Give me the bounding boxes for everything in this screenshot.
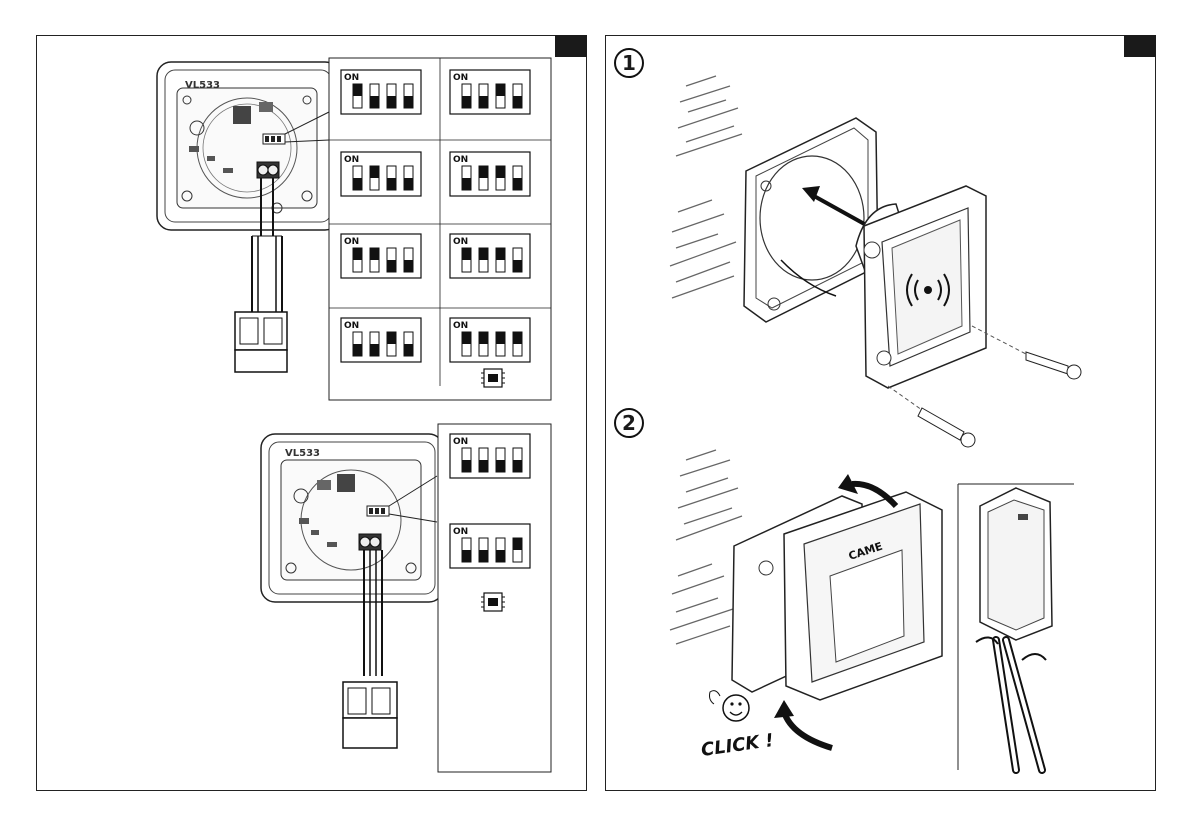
dip-switch-lever bbox=[353, 84, 362, 96]
dip-switch-lever bbox=[353, 248, 362, 260]
dip-switch-lever bbox=[404, 96, 413, 108]
lower-device-model: VL533 bbox=[285, 448, 320, 459]
dip-switch-lever bbox=[479, 332, 488, 344]
chip-icon bbox=[481, 593, 505, 611]
dip-switch-lever bbox=[462, 332, 471, 344]
dip-on-label: ON bbox=[344, 155, 359, 165]
dip-switch-lever bbox=[353, 344, 362, 356]
upper-dip-panel-6: ON bbox=[450, 234, 530, 278]
dip-switch-lever bbox=[462, 178, 471, 190]
dip-switch-lever bbox=[462, 550, 471, 562]
upper-dip-panel-2: ON bbox=[450, 70, 530, 114]
dip-switch-lever bbox=[479, 96, 488, 108]
dip-on-label: ON bbox=[344, 321, 359, 331]
assembled-reader: CAME bbox=[732, 492, 942, 700]
dip-on-label: ON bbox=[453, 321, 468, 331]
dip-switch-lever bbox=[479, 550, 488, 562]
smiley-icon bbox=[710, 691, 750, 721]
dip-switch-lever bbox=[462, 460, 471, 472]
lower-dip-panel-2: ON bbox=[450, 524, 530, 568]
dip-switch-lever bbox=[370, 96, 379, 108]
dip-switch-lever bbox=[496, 550, 505, 562]
dip-switch-lever bbox=[513, 260, 522, 272]
dip-switch-lever bbox=[496, 460, 505, 472]
dip-switch-lever bbox=[496, 84, 505, 96]
right-illustration: CAME CLICK ! bbox=[606, 36, 1157, 792]
click-text: CLICK ! bbox=[700, 730, 775, 761]
right-page: 1 2 bbox=[605, 35, 1156, 791]
screw-icon bbox=[888, 386, 975, 447]
dip-on-label: ON bbox=[344, 237, 359, 247]
curved-arrow-icon bbox=[774, 700, 832, 748]
upper-device-model: VL533 bbox=[185, 80, 220, 91]
upper-dip-panel-3: ON bbox=[341, 152, 421, 196]
left-page: VL533 ON ON ON ON ON ON ON ON bbox=[36, 35, 587, 791]
dip-on-label: ON bbox=[453, 155, 468, 165]
dip-switch-lever bbox=[462, 96, 471, 108]
upper-dip-panel-5: ON bbox=[341, 234, 421, 278]
upper-device: VL533 bbox=[157, 62, 339, 372]
dip-switch-lever bbox=[370, 248, 379, 260]
dip-switch-lever bbox=[496, 332, 505, 344]
dip-switch-lever bbox=[404, 260, 413, 272]
upper-dip-panel-8: ON bbox=[450, 318, 530, 362]
dip-switch-lever bbox=[462, 248, 471, 260]
dip-on-label: ON bbox=[453, 437, 468, 447]
dip-switch-lever bbox=[387, 178, 396, 190]
left-illustration: VL533 ON ON ON ON ON ON ON ON bbox=[37, 36, 588, 792]
dip-switch-lever bbox=[387, 260, 396, 272]
screw-icon bbox=[972, 326, 1081, 379]
upper-dip-panel-1: ON bbox=[341, 70, 421, 114]
wall-hatch-2 bbox=[670, 450, 742, 644]
dip-switch-lever bbox=[370, 344, 379, 356]
dip-switch-lever bbox=[496, 166, 505, 178]
dip-switch-lever bbox=[479, 460, 488, 472]
dip-switch-lever bbox=[513, 96, 522, 108]
reader-body bbox=[856, 186, 986, 388]
lower-dip-panel-1: ON bbox=[450, 434, 530, 478]
dip-switch-lever bbox=[370, 166, 379, 178]
upper-dip-panel-7: ON bbox=[341, 318, 421, 362]
wall-hatch-1 bbox=[670, 76, 742, 298]
dip-switch-lever bbox=[513, 178, 522, 190]
dip-switch-lever bbox=[479, 166, 488, 178]
dip-on-label: ON bbox=[453, 527, 468, 537]
chip-icon bbox=[481, 369, 505, 387]
dip-switch-lever bbox=[353, 178, 362, 190]
dip-on-label: ON bbox=[453, 237, 468, 247]
dip-switch-lever bbox=[479, 248, 488, 260]
dip-switch-lever bbox=[513, 332, 522, 344]
dip-switch-lever bbox=[387, 332, 396, 344]
upper-dip-panel-4: ON bbox=[450, 152, 530, 196]
lower-device: VL533 bbox=[261, 434, 443, 748]
dip-switch-lever bbox=[496, 248, 505, 260]
dip-switch-lever bbox=[404, 178, 413, 190]
dip-switch-lever bbox=[387, 96, 396, 108]
dip-switch-lever bbox=[513, 538, 522, 550]
detail-inset bbox=[958, 484, 1074, 770]
dip-on-label: ON bbox=[344, 73, 359, 83]
dip-switch-lever bbox=[513, 460, 522, 472]
dip-on-label: ON bbox=[453, 73, 468, 83]
dip-switch-lever bbox=[404, 344, 413, 356]
